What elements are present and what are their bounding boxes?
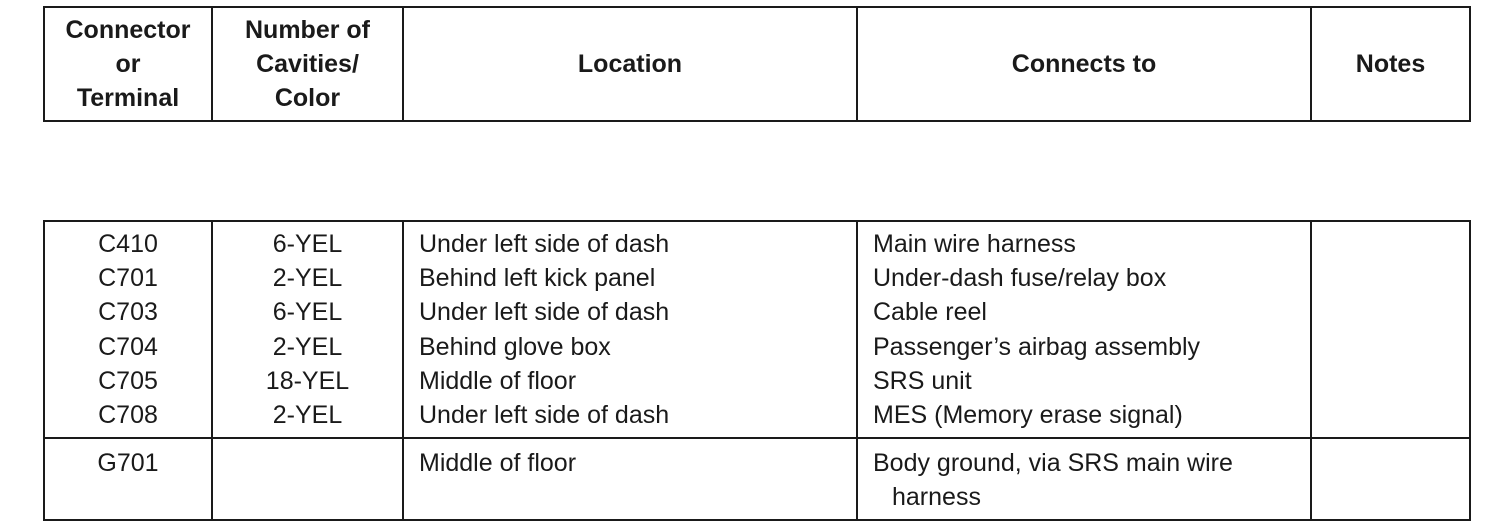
table-cell-location: Under left side of dash xyxy=(419,230,670,258)
table-cell-location: Middle of floor xyxy=(419,366,577,395)
table-cell-connector: C410 xyxy=(98,230,158,258)
table-cell-cavities: 2-YEL xyxy=(272,401,343,430)
table-cell-connector: C705 xyxy=(98,366,158,395)
connects-to-column: Main wire harness Under-dash fuse/relay … xyxy=(858,222,1312,439)
notes-column xyxy=(1312,222,1469,439)
table-cell-connects-to: Passenger’s airbag assembly xyxy=(873,332,1201,361)
header-connector: Connector or Terminal xyxy=(45,8,213,120)
header-location: Location xyxy=(404,8,858,120)
table-cell-connects-to-continued: harness xyxy=(892,483,981,512)
connector-column: C410 C701 C703 C704 C705 C708 xyxy=(45,222,213,439)
table-cell-connector: C701 xyxy=(98,264,158,293)
table-cell-connects-to: Main wire harness xyxy=(873,230,1076,258)
location-column: Under left side of dash Behind left kick… xyxy=(404,222,858,439)
table-row-g701-connector: G701 xyxy=(45,439,213,519)
table-cell-cavities: 6-YEL xyxy=(272,230,343,258)
table-cell-cavities: 18-YEL xyxy=(265,366,350,395)
table-cell-cavities: 6-YEL xyxy=(272,298,343,327)
table-cell-connector: C703 xyxy=(98,298,158,327)
connector-table: C410 C701 C703 C704 C705 C708 6-YEL 2-YE… xyxy=(43,220,1471,521)
table-cell-connects-to: Body ground, via SRS main wire xyxy=(873,449,1233,477)
header-table: Connector or Terminal Number of Cavities… xyxy=(43,6,1471,122)
cavities-column: 6-YEL 2-YEL 6-YEL 2-YEL 18-YEL 2-YEL xyxy=(213,222,404,439)
table-cell-cavities: 2-YEL xyxy=(272,332,343,361)
header-notes: Notes xyxy=(1355,50,1426,78)
table-cell-connects-to: Cable reel xyxy=(873,298,987,327)
table-cell-location: Middle of floor xyxy=(419,449,577,477)
table-cell-connector: C704 xyxy=(98,332,158,361)
table-row-g701-connects-to: Body ground, via SRS main wire harness xyxy=(858,439,1312,519)
table-cell-connector: G701 xyxy=(97,449,159,477)
header-connects-to: Connects to xyxy=(858,8,1312,120)
table-cell-connector: C708 xyxy=(98,401,158,430)
table-row-g701-notes xyxy=(1312,439,1469,519)
table-cell-location: Behind left kick panel xyxy=(419,264,656,293)
table-cell-connects-to: MES (Memory erase signal) xyxy=(873,401,1183,430)
table-row-g701-cavities xyxy=(213,439,404,519)
table-row-g701-location: Middle of floor xyxy=(404,439,858,519)
table-cell-cavities: 2-YEL xyxy=(272,264,343,293)
table-cell-location: Under left side of dash xyxy=(419,401,670,430)
table-cell-connects-to: SRS unit xyxy=(873,366,972,395)
table-cell-location: Under left side of dash xyxy=(419,298,670,327)
table-cell-connects-to: Under-dash fuse/relay box xyxy=(873,264,1167,293)
table-cell-location: Behind glove box xyxy=(419,332,611,361)
header-cavities-color: Number of Cavities/ Color xyxy=(213,8,404,120)
